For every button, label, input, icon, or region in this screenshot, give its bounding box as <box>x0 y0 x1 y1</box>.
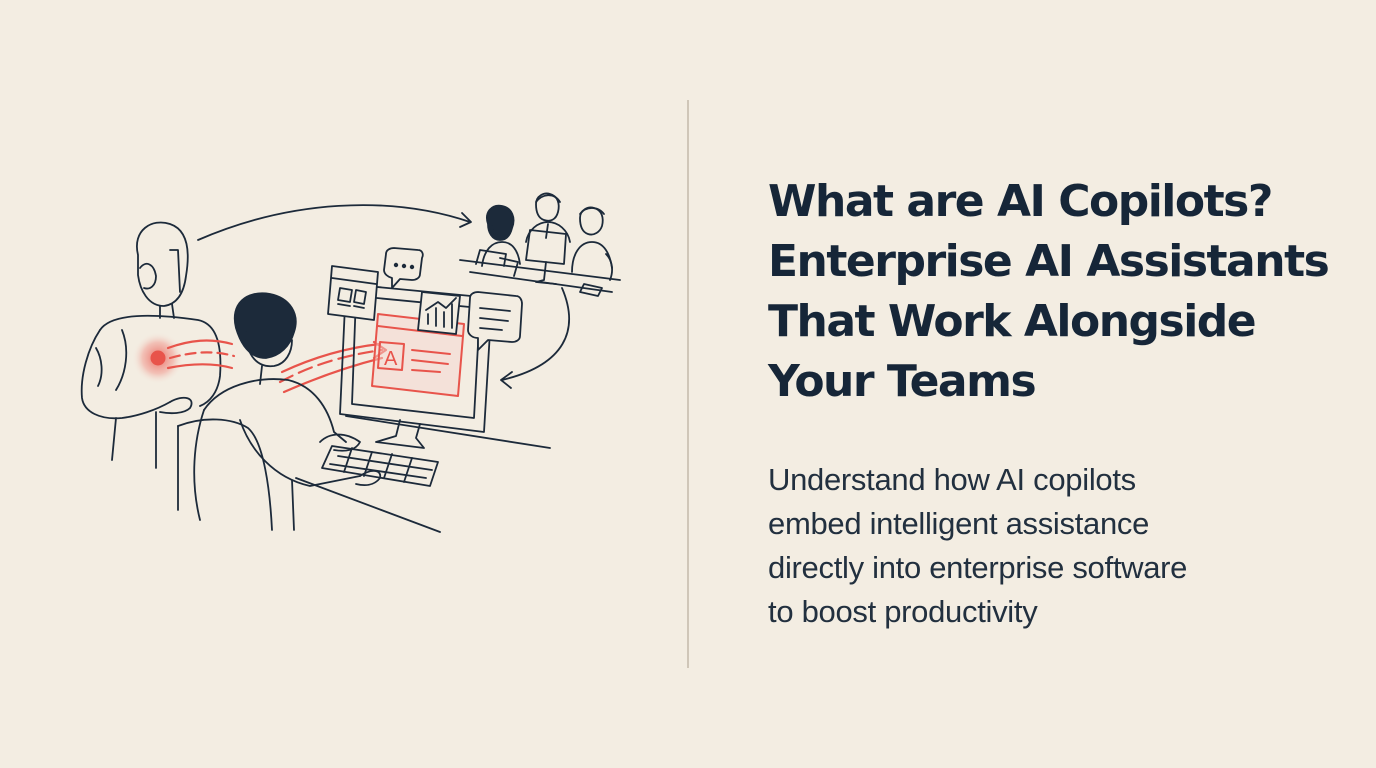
subtitle: Understand how AI copilots embed intelli… <box>768 458 1358 634</box>
headline-line-2: Enterprise AI Assistants <box>768 236 1330 287</box>
subtitle-line-1: Understand how AI copilots <box>768 462 1136 497</box>
subtitle-line-4: to boost productivity <box>768 594 1038 629</box>
robot-icon <box>80 221 222 469</box>
dashboard-icon <box>327 265 379 321</box>
headline-line-1: What are AI Copilots? <box>768 176 1273 227</box>
headline-line-3: That Work Alongside <box>768 296 1257 347</box>
copilot-illustration: A <box>80 192 621 533</box>
team-meeting-icon <box>459 192 621 297</box>
subtitle-line-3: directly into enterprise software <box>768 550 1188 585</box>
user-at-desk-icon <box>177 292 382 531</box>
right-arc-arrow <box>501 287 570 381</box>
chart-icon <box>417 291 461 335</box>
document-icon <box>467 291 523 351</box>
headline-line-4: Your Teams <box>768 356 1037 407</box>
top-arc-arrow <box>197 204 471 241</box>
desk <box>295 415 551 533</box>
subtitle-line-2: embed intelligent assistance <box>768 506 1150 541</box>
keyboard-icon <box>321 445 439 487</box>
chat-bubble-icon <box>383 247 424 289</box>
headline: What are AI Copilots? Enterprise AI Assi… <box>768 172 1358 412</box>
text-block: What are AI Copilots? Enterprise AI Assi… <box>768 172 1358 634</box>
screen-letter: A <box>384 348 398 370</box>
vertical-divider <box>687 100 689 668</box>
